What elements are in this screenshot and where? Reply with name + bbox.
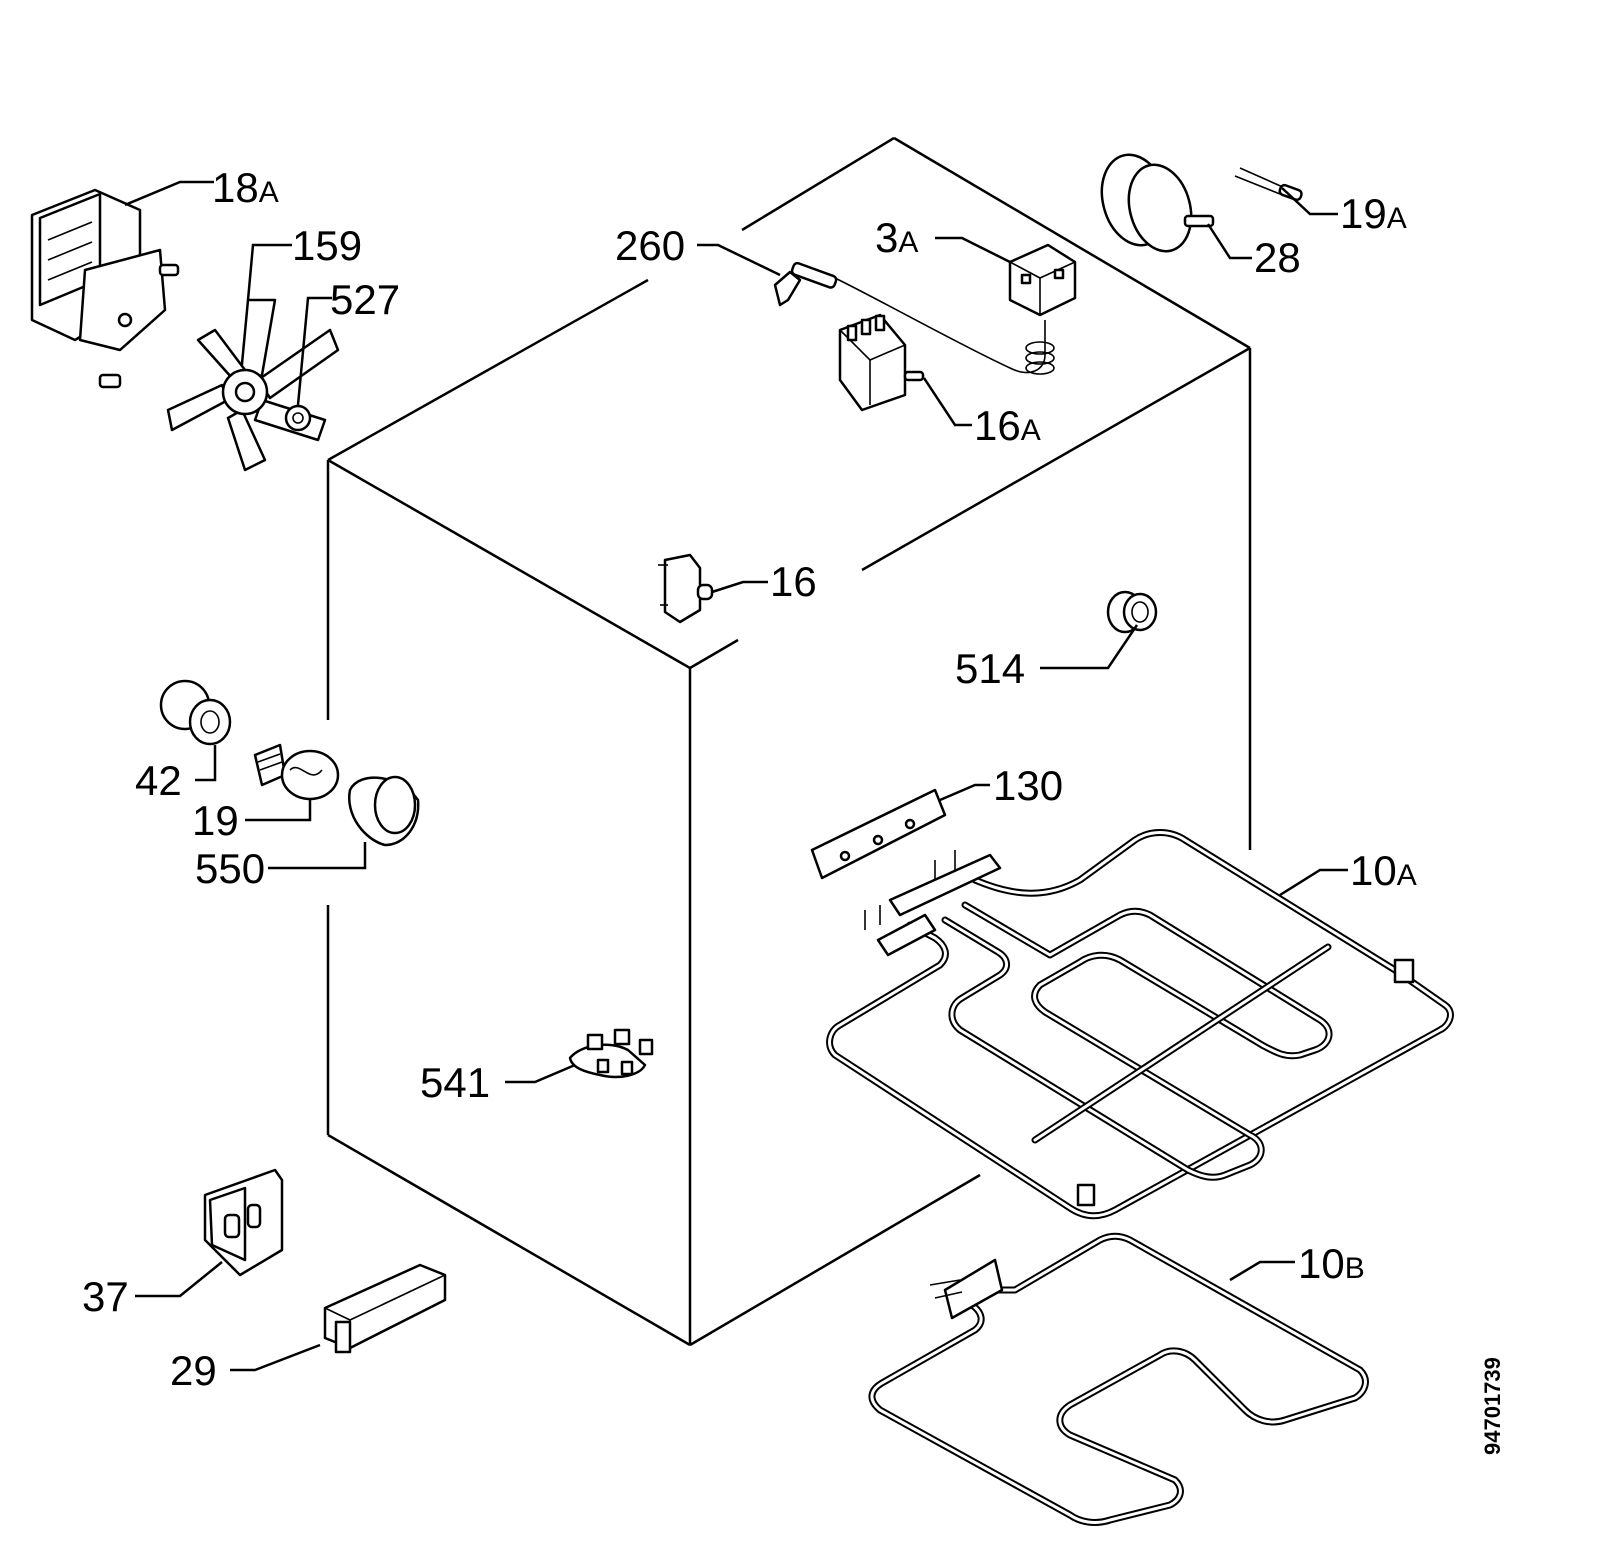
terminal-block-part (568, 1028, 654, 1079)
grill-element-part (826, 829, 1454, 1220)
callout-159: 159 (292, 222, 362, 269)
energy-regulator-part (1100, 153, 1215, 253)
callout-19A: 19A (1340, 190, 1407, 237)
door-switch-part (203, 1168, 284, 1277)
bottom-element-part (868, 1232, 1369, 1526)
callout-10B: 10B (1298, 1240, 1365, 1287)
thermostat-part (834, 243, 1077, 375)
callout-550: 550 (195, 845, 265, 892)
callout-37: 37 (82, 1273, 129, 1320)
lamp-holder-part (1106, 590, 1158, 634)
callout-16A: 16A (974, 402, 1041, 449)
callout-10A: 10A (1350, 847, 1417, 894)
callout-16: 16 (770, 558, 817, 605)
callout-130: 130 (993, 762, 1063, 809)
callout-42: 42 (135, 757, 182, 804)
fan-nut-part (284, 404, 312, 432)
callout-3A: 3A (875, 214, 918, 261)
callout-18A: 18A (212, 164, 279, 211)
probe-socket-part (773, 261, 838, 307)
callout-28: 28 (1254, 234, 1301, 281)
callout-541: 541 (420, 1059, 490, 1106)
fan-motor-part (30, 188, 180, 389)
lamp-cover-part (347, 775, 420, 847)
callout-514: 514 (955, 645, 1025, 692)
sensor-wire-part (1234, 167, 1303, 202)
callout-527: 527 (330, 276, 400, 323)
leader-lines (124, 180, 1348, 1372)
lamp-switch-part (323, 1263, 447, 1354)
document-number: 94701739 (1480, 1357, 1505, 1455)
lamp-socket-part (159, 679, 232, 746)
callout-260: 260 (615, 222, 685, 269)
oven-cabinet-outline (326, 136, 1252, 1347)
lamp-bulb-part (253, 743, 340, 801)
callout-19: 19 (192, 797, 239, 844)
callout-29: 29 (170, 1347, 217, 1394)
selector-switch-part (838, 313, 925, 412)
terminal-plate-part (810, 788, 947, 880)
callout-labels: 18A 159 527 260 3A 19A 28 16A 16 514 42 … (82, 164, 1417, 1394)
fan-blade-part (166, 298, 340, 472)
switch-part (658, 553, 714, 624)
